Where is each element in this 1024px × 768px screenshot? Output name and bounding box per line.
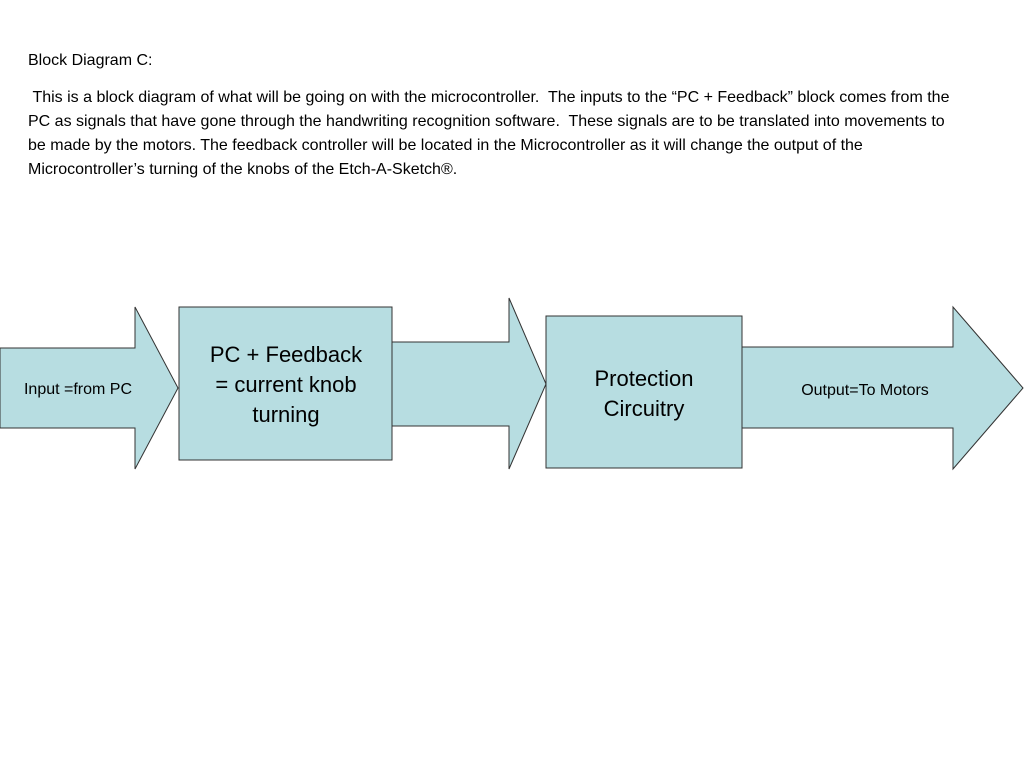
input-arrow: Input =from PC — [0, 306, 179, 470]
feedback-block-shape — [178, 306, 393, 461]
feedback-block: PC + Feedback = current knob turning — [178, 306, 393, 461]
protection-block-line-2: Circuitry — [604, 396, 685, 421]
output-arrow: Output=To Motors — [741, 305, 1024, 471]
output-arrow-label: Output=To Motors — [801, 382, 929, 399]
feedback-block-line-2: = current knob — [215, 372, 356, 397]
output-arrow-shape — [741, 305, 1024, 471]
protection-block-shape — [545, 315, 743, 469]
protection-block: Protection Circuitry — [545, 315, 743, 469]
diagram-heading: Block Diagram C: — [28, 52, 153, 69]
input-arrow-shape — [0, 306, 179, 470]
feedback-block-line-1: PC + Feedback — [210, 342, 363, 367]
feedback-block-line-3: turning — [252, 402, 319, 427]
connector-arrow — [391, 297, 547, 470]
diagram-description: This is a block diagram of what will be … — [28, 89, 954, 178]
protection-block-line-1: Protection — [594, 366, 693, 391]
input-arrow-label: Input =from PC — [24, 381, 132, 398]
